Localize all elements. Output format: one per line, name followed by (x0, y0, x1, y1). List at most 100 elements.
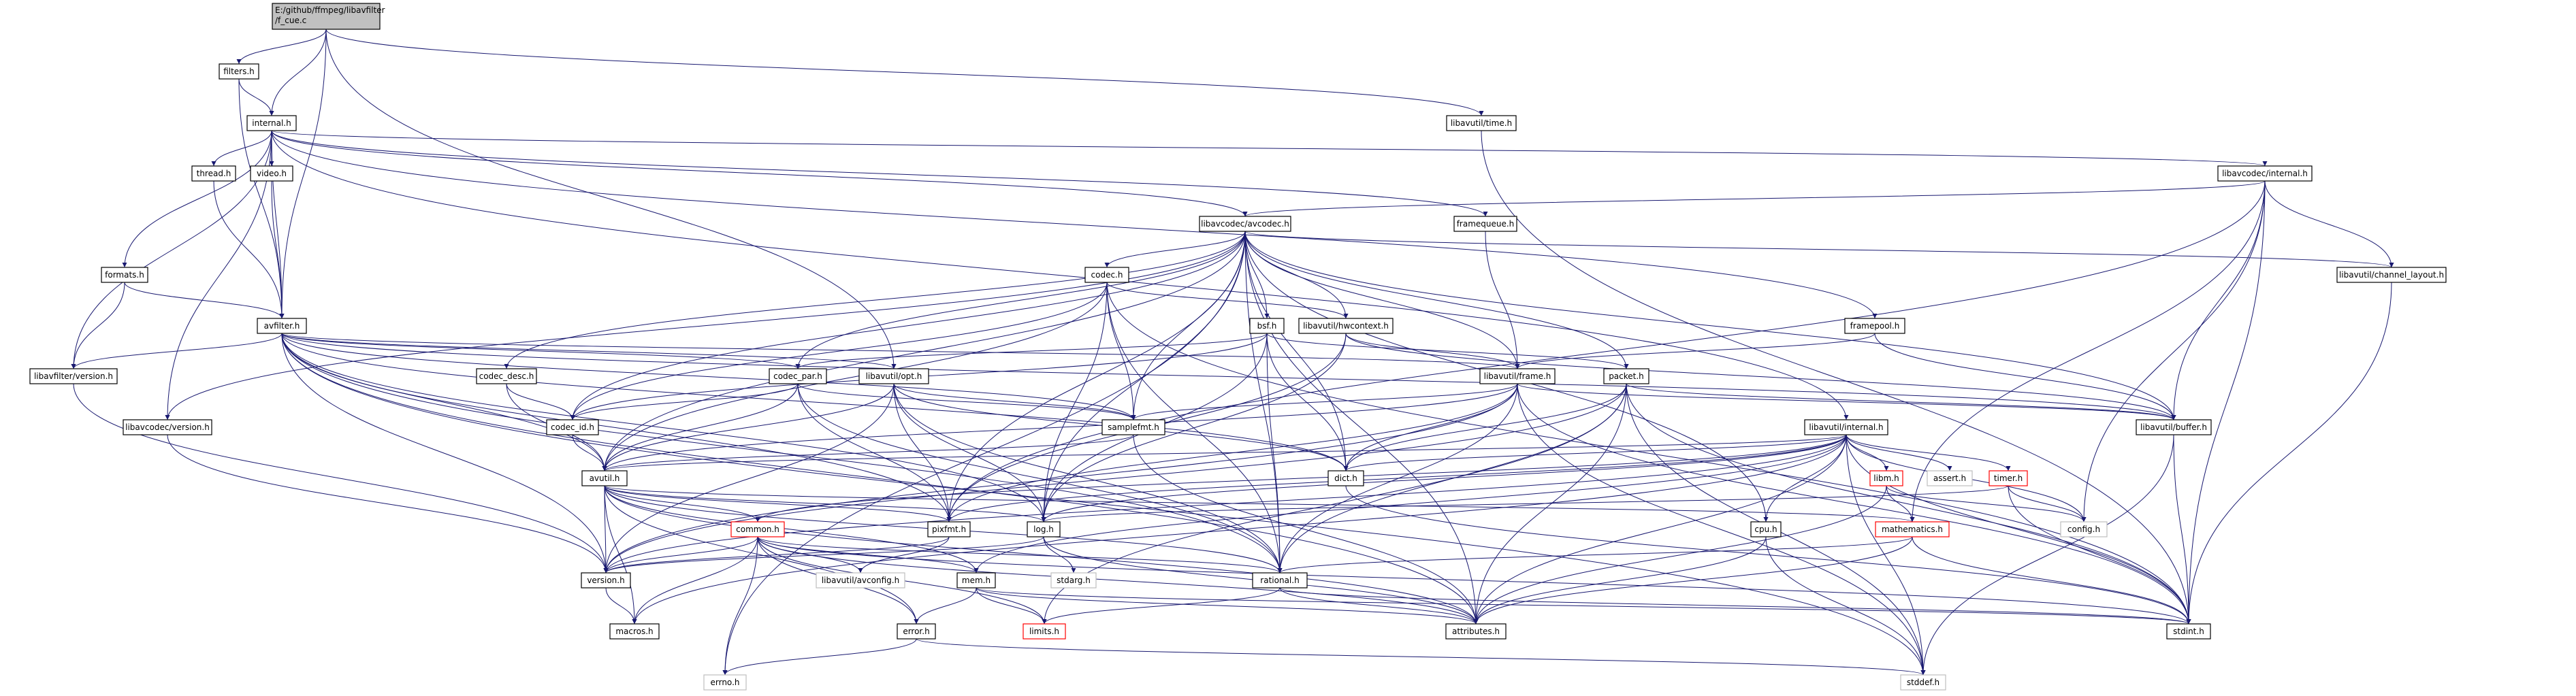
node-packet-h[interactable]: packet.h (1603, 368, 1649, 384)
node-label: macros.h (615, 627, 653, 636)
edge-cpu-h-to-stddef-h (1765, 536, 1926, 676)
node-pixfmt-h[interactable]: pixfmt.h (927, 521, 971, 537)
node-label: libavutil/time.h (1451, 118, 1512, 128)
edge-codec-h-to-samplefmt-h (1106, 282, 1136, 420)
edge-packet-h-to-dict-h (1343, 383, 1627, 471)
node-libavcodec-version-h[interactable]: libavcodec/version.h (123, 419, 212, 435)
node-libavutil-frame-h[interactable]: libavutil/frame.h (1479, 368, 1556, 384)
node-box (1084, 267, 1129, 283)
node-libavutil-time-h[interactable]: libavutil/time.h (1446, 115, 1517, 131)
node-box (1101, 419, 1165, 435)
node-cpu-h[interactable]: cpu.h (1750, 521, 1782, 537)
edge-libavutil-frame-h-to-dict-h (1343, 383, 1518, 471)
edge-bsf-h-to-rational-h (1266, 333, 1283, 574)
node-codec-par-h[interactable]: codec_par.h (769, 368, 827, 384)
node-label: avutil.h (590, 474, 620, 483)
node-label: dict.h (1334, 474, 1357, 483)
node-bsf-h[interactable]: bsf.h (1249, 318, 1285, 334)
edge-avfilter-h-to-codec-par-h (281, 333, 801, 369)
node-rational-h[interactable]: rational.h (1252, 572, 1308, 589)
edge-root-to-avfilter-h (279, 29, 327, 319)
node-label: codec_desc.h (479, 371, 534, 381)
node-root[interactable]: E:/github/ffmpeg/libavfilter/f_cue.c (272, 3, 385, 30)
edge-libavutil-buffer-h-to-stdint-h (2173, 434, 2191, 625)
node-stdarg-h[interactable]: stdarg.h (1050, 572, 1097, 589)
edge-libavutil-internal-h-to-dict-h (1343, 434, 1847, 471)
edge-libavcodec-avcodec-h-to-libavutil-buffer-h (1244, 231, 2176, 420)
node-libm-h[interactable]: libm.h (1869, 470, 1903, 486)
node-libavutil-opt-h[interactable]: libavutil/opt.h (858, 368, 929, 384)
node-mathematics-h[interactable]: mathematics.h (1875, 521, 1950, 537)
edge-packet-h-to-version-h (603, 383, 1627, 574)
node-label: internal.h (252, 118, 291, 128)
node-box (769, 368, 827, 384)
edge-libavcodec-internal-h-to-config-h (2081, 180, 2266, 523)
node-internal-h[interactable]: internal.h (246, 115, 297, 131)
node-libavutil-hwcontext-h[interactable]: libavutil/hwcontext.h (1298, 318, 1394, 334)
node-log-h[interactable]: log.h (1027, 521, 1061, 537)
node-libavcodec-internal-h[interactable]: libavcodec/internal.h (2217, 165, 2313, 182)
node-common-h[interactable]: common.h (730, 521, 785, 537)
node-box (1249, 318, 1285, 334)
node-framepool-h[interactable]: framepool.h (1844, 318, 1905, 334)
edge-libavcodec-internal-h-to-pixfmt-h (946, 180, 2266, 523)
node-assert-h[interactable]: assert.h (1927, 470, 1973, 486)
node-errno-h[interactable]: errno.h (703, 674, 747, 691)
node-thread-h[interactable]: thread.h (191, 165, 236, 182)
edge-avfilter-h-to-log-h (281, 333, 1046, 523)
edge-common-h-to-macros-h (632, 536, 758, 625)
node-box (2336, 267, 2447, 283)
edge-bsf-h-to-dict-h (1266, 333, 1349, 471)
node-libavutil-internal-h[interactable]: libavutil/internal.h (1804, 419, 1888, 435)
node-attributes-h[interactable]: attributes.h (1445, 623, 1507, 640)
node-libavfilter-version-h[interactable]: libavfilter/version.h (29, 368, 118, 384)
edge-libavutil-internal-h-to-stddef-h (1846, 434, 1926, 676)
edge-libavutil-frame-h-to-samplefmt-h (1131, 383, 1518, 420)
node-box (858, 368, 929, 384)
edge-avutil-h-to-mem-h (604, 485, 979, 574)
node-macros-h[interactable]: macros.h (609, 623, 660, 640)
node-stddef-h[interactable]: stddef.h (1900, 674, 1946, 691)
edge-libavutil-frame-h-to-stdint-h (1517, 383, 2191, 625)
edge-libavutil-opt-h-to-rational-h (893, 383, 1283, 574)
edge-codec-par-h-to-rational-h (797, 383, 1283, 574)
edge-error-h-to-stddef-h (916, 638, 1926, 676)
node-libavutil-buffer-h[interactable]: libavutil/buffer.h (2136, 419, 2212, 435)
node-box (927, 521, 971, 537)
edge-samplefmt-h-to-avutil-h (602, 434, 1134, 471)
edge-rational-h-to-stdint-h (1279, 587, 2191, 625)
node-codec-h[interactable]: codec.h (1084, 267, 1129, 283)
node-libavutil-channel-layout-h[interactable]: libavutil/channel_layout.h (2336, 267, 2447, 283)
node-limits-h[interactable]: limits.h (1023, 623, 1066, 640)
edge-formats-h-to-avfilter-h (124, 282, 285, 319)
node-codec-id-h[interactable]: codec_id.h (546, 419, 599, 435)
node-version-h[interactable]: version.h (581, 572, 631, 589)
node-libavcodec-avcodec-h[interactable]: libavcodec/avcodec.h (1199, 216, 1291, 232)
node-box (581, 470, 628, 486)
node-box (1844, 318, 1905, 334)
node-formats-h[interactable]: formats.h (101, 267, 148, 283)
node-video-h[interactable]: video.h (250, 165, 293, 182)
node-label: thread.h (197, 169, 231, 178)
node-stdint-h[interactable]: stdint.h (2166, 623, 2211, 640)
node-libavutil-avconfig-h[interactable]: libavutil/avconfig.h (816, 572, 905, 589)
node-config-h[interactable]: config.h (2060, 521, 2108, 537)
edge-libm-h-to-config-h (1886, 485, 2087, 523)
node-avfilter-h[interactable]: avfilter.h (257, 318, 307, 334)
edge-log-h-to-stdarg-h (1043, 536, 1076, 574)
node-mem-h[interactable]: mem.h (956, 572, 996, 589)
node-label: video.h (257, 169, 287, 178)
edge-mem-h-to-stdint-h (976, 587, 2191, 625)
edge-log-h-to-version-h (603, 536, 1044, 574)
node-timer-h[interactable]: timer.h (1989, 470, 2028, 486)
node-samplefmt-h[interactable]: samplefmt.h (1101, 419, 1165, 435)
node-codec-desc-h[interactable]: codec_desc.h (476, 368, 537, 384)
node-error-h[interactable]: error.h (897, 623, 936, 640)
node-box (250, 165, 293, 182)
node-filters-h[interactable]: filters.h (219, 63, 259, 80)
node-avutil-h[interactable]: avutil.h (581, 470, 628, 486)
node-framequeue-h[interactable]: framequeue.h (1453, 216, 1517, 232)
node-dict-h[interactable]: dict.h (1327, 470, 1364, 486)
node-box (2166, 623, 2211, 640)
node-label: libavutil/avconfig.h (822, 576, 899, 585)
